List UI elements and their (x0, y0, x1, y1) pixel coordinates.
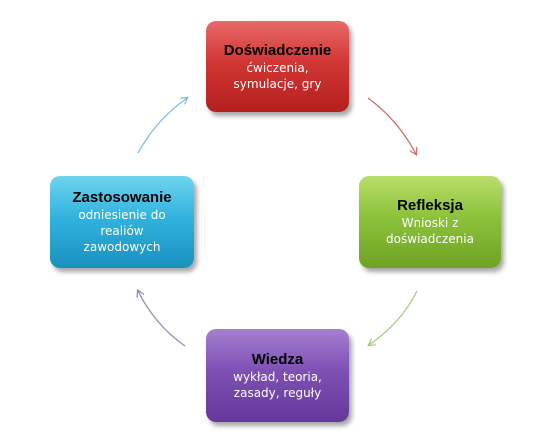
arrow-left-to-top (137, 98, 187, 154)
node-zastosowanie: Zastosowanie odniesienie do realiów zawo… (50, 176, 194, 268)
arrow-bottom-to-left (138, 291, 186, 347)
node-description-line: Wnioski z (401, 216, 459, 230)
node-title: Zastosowanie (72, 189, 172, 206)
node-title: Wiedza (251, 350, 304, 368)
node-title: Refleksja (397, 197, 463, 214)
node-description-line: doświadczenia (386, 232, 474, 246)
node-description-line: zawodowych (83, 240, 161, 254)
node-title: Doświadczenie (223, 41, 332, 59)
node-doswiadczenie: Doświadczenie ćwiczenia, symulacje, gry (206, 21, 349, 112)
node-description-line: odniesienie do (78, 208, 166, 222)
node-refleksja: Refleksja Wnioski z doświadczenia (359, 176, 501, 268)
node-description-line: wykład, teoria, (233, 369, 322, 384)
node-wiedza: Wiedza wykład, teoria, zasady, reguły (206, 329, 349, 422)
node-description-line: realiów (100, 224, 144, 238)
arrow-right-to-bottom (369, 290, 418, 345)
node-description-line: symulacje, gry (233, 76, 322, 91)
arrow-top-to-right (367, 97, 416, 154)
node-description-line: zasady, reguły (233, 385, 322, 400)
node-description-line: ćwiczenia, (246, 60, 309, 75)
